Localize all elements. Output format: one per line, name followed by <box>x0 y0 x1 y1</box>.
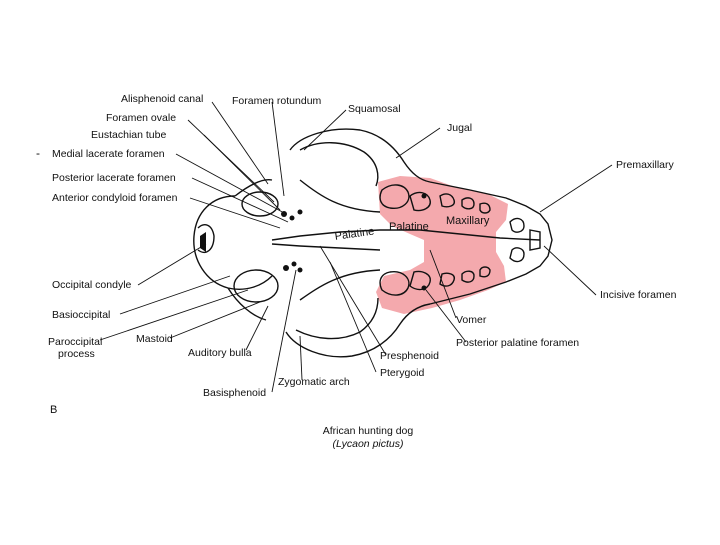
label-foramen-rotundum: Foramen rotundum <box>232 95 322 107</box>
label-paroccipital-2: process <box>58 348 95 360</box>
label-palatine-2: Palatine <box>389 221 429 233</box>
label-posterior-palatine-foramen: Posterior palatine foramen <box>456 337 580 349</box>
label-pterygoid: Pterygoid <box>380 367 425 379</box>
maxillary-highlight <box>376 176 508 314</box>
label-premaxillary: Premaxillary <box>616 159 674 171</box>
skull-outline <box>193 128 553 358</box>
figure-caption: African hunting dog (Lycaon pictus) <box>268 425 468 451</box>
label-presphenoid: Presphenoid <box>380 350 439 362</box>
figure-letter: B <box>50 404 58 416</box>
label-mastoid: Mastoid <box>136 333 173 345</box>
label-posterior-lacerate-foramen: Posterior lacerate foramen <box>52 172 176 184</box>
label-anterior-condyloid-foramen: Anterior condyloid foramen <box>52 192 178 204</box>
label-alisphenoid-canal: Alisphenoid canal <box>121 93 204 105</box>
label-zygomatic-arch: Zygomatic arch <box>278 376 350 388</box>
leader-lines <box>99 101 613 393</box>
label-occipital-condyle: Occipital condyle <box>52 279 132 291</box>
foramen-marks <box>200 193 427 291</box>
caption-line-1: African hunting dog <box>322 425 414 437</box>
caption-species: (Lycaon pictus) <box>332 438 404 450</box>
bullet-mark: - <box>36 146 40 160</box>
label-squamosal: Squamosal <box>348 103 401 115</box>
label-maxillary: Maxillary <box>446 215 490 227</box>
label-eustachian-tube: Eustachian tube <box>91 129 167 141</box>
label-basioccipital: Basioccipital <box>52 309 111 321</box>
label-incisive-foramen: Incisive foramen <box>600 289 677 301</box>
label-basisphenoid: Basisphenoid <box>203 387 267 399</box>
label-auditory-bulla: Auditory bulla <box>188 347 252 359</box>
label-jugal: Jugal <box>447 122 473 134</box>
label-medial-lacerate-foramen: Medial lacerate foramen <box>52 148 165 160</box>
label-paroccipital-1: Paroccipital <box>48 336 103 348</box>
label-foramen-ovale: Foramen ovale <box>106 112 177 124</box>
label-vomer: Vomer <box>456 314 487 326</box>
caption-line-2: (Lycaon pictus) <box>268 438 468 451</box>
